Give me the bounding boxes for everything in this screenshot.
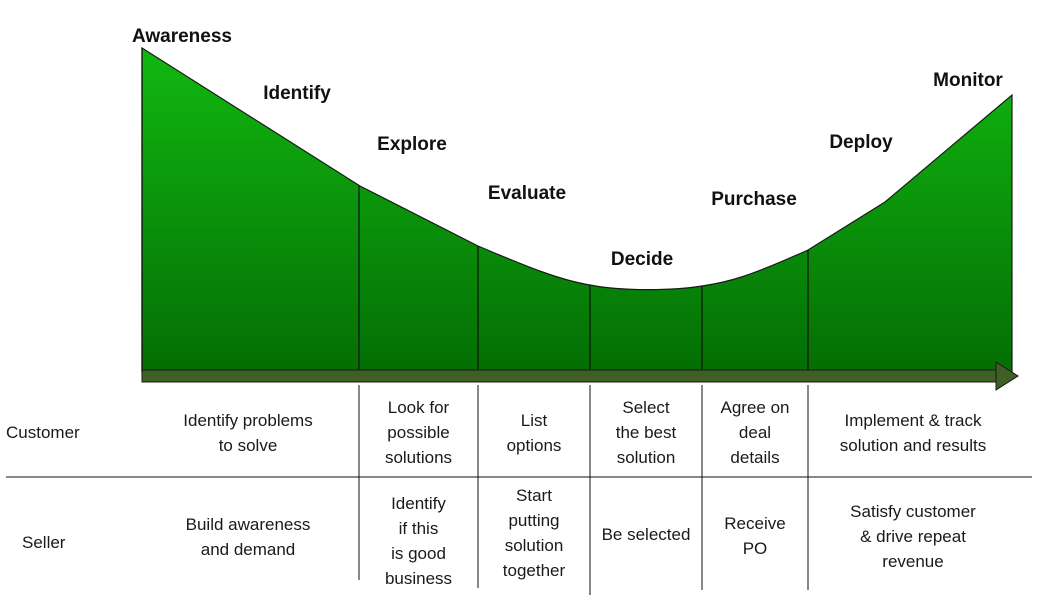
stage-label-decide: Decide bbox=[611, 249, 673, 270]
stage-label-identify: Identify bbox=[263, 83, 331, 104]
timeline-arrow bbox=[141, 361, 1019, 391]
customer-cell-decide: Select the best solution bbox=[615, 398, 677, 467]
seller-cell-deploy: Satisfy customer & drive repeat revenue bbox=[850, 501, 976, 571]
customer-cell-identify: Identify problems to solve bbox=[183, 410, 313, 455]
stage-label-awareness: Awareness bbox=[132, 26, 232, 47]
stage-labels: Awareness Identify Explore Evaluate Deci… bbox=[132, 26, 1003, 270]
curve-segment-dividers bbox=[141, 48, 809, 372]
customer-cell-explore: Look for possible solutions bbox=[384, 398, 453, 467]
row-label-customer: Customer bbox=[6, 423, 80, 442]
seller-cell-evaluate: Start putting solution together bbox=[502, 485, 566, 580]
seller-cell-identify: Build awareness and demand bbox=[185, 515, 311, 559]
customer-cell-evaluate: List options bbox=[506, 410, 562, 455]
stage-label-explore: Explore bbox=[377, 134, 447, 155]
stage-label-evaluate: Evaluate bbox=[488, 183, 566, 204]
seller-cell-decide: Be selected bbox=[601, 524, 691, 544]
stage-label-monitor: Monitor bbox=[933, 70, 1003, 91]
stage-label-deploy: Deploy bbox=[829, 132, 893, 153]
customer-cell-purchase: Agree on deal details bbox=[720, 398, 790, 467]
row-label-seller: Seller bbox=[22, 533, 66, 552]
seller-cell-purchase: Receive PO bbox=[724, 514, 786, 558]
stage-label-purchase: Purchase bbox=[711, 189, 797, 210]
table-grid bbox=[6, 385, 1032, 595]
seller-cell-explore: Identify if this is good business bbox=[384, 493, 453, 588]
customer-cell-deploy: Implement & track solution and results bbox=[839, 410, 987, 455]
